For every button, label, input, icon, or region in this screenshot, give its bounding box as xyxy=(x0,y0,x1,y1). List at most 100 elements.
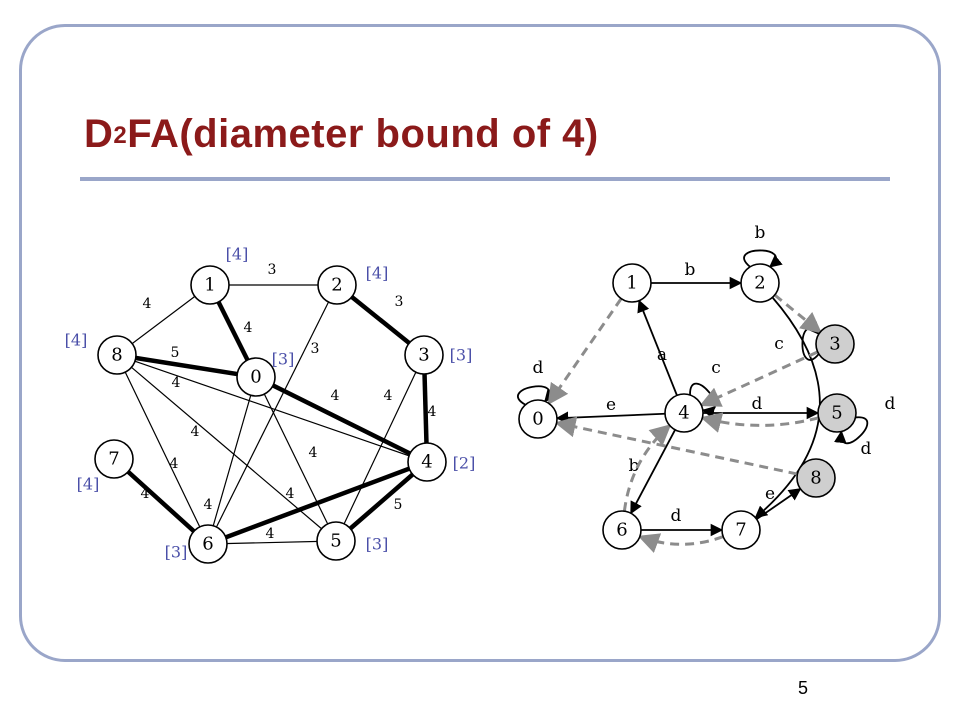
state-node-7 xyxy=(94,439,134,479)
slide-frame xyxy=(19,24,941,662)
transition-label-2-2: b xyxy=(755,223,766,243)
state-label-6: 6 xyxy=(202,534,213,555)
transition-label-4-1: a xyxy=(657,345,667,365)
depth-label-2: [4] xyxy=(366,264,389,283)
edge-6-5 xyxy=(207,540,337,545)
edge-2-6 xyxy=(207,284,338,545)
edge-0-6 xyxy=(207,376,257,545)
transition-label-7-8: e xyxy=(765,484,775,504)
state-label-4: 4 xyxy=(421,452,432,473)
transition-2-2 xyxy=(743,249,783,268)
depth-label-7: [4] xyxy=(77,475,100,494)
default-transition-7-6 xyxy=(637,533,724,553)
depth-label-8: [4] xyxy=(65,331,88,350)
dfa-state-8-shaded xyxy=(796,458,836,498)
transition-label-3-3: c xyxy=(774,334,784,354)
dfa-state-label-3: 3 xyxy=(829,334,840,355)
d2fa-graph: b b d c a c e d b d d d e 0 1 2 3 4 5 6 7 8 xyxy=(516,223,896,553)
dfa-state-label-5: 5 xyxy=(831,403,842,424)
dfa-state-6 xyxy=(602,510,642,550)
transition-label-0-0: d xyxy=(533,358,544,378)
dfa-state-label-6: 6 xyxy=(616,520,627,541)
default-transition-3-4 xyxy=(699,350,819,407)
edge-weight-1-0: 4 xyxy=(244,320,253,336)
edge-weight-8-0: 5 xyxy=(171,345,180,361)
state-node-8 xyxy=(97,335,137,375)
dfa-state-label-2: 2 xyxy=(754,273,765,294)
edge-4-6-bold xyxy=(207,459,428,547)
edge-weight-4-6: 4 xyxy=(286,486,295,502)
dfa-state-label-0: 0 xyxy=(532,409,543,430)
state-node-2 xyxy=(317,265,357,305)
edge-weight-1-8: 4 xyxy=(143,296,152,312)
dfa-state-5-shaded xyxy=(817,393,857,433)
transition-7-8 xyxy=(756,488,802,520)
default-transition-1-0 xyxy=(547,297,623,406)
edge-weight-1-2: 3 xyxy=(268,262,277,278)
transition-label-4-4: c xyxy=(711,358,721,378)
state-node-3 xyxy=(404,335,444,375)
transition-label-5-5: d xyxy=(861,439,872,459)
dfa-state-2 xyxy=(740,263,780,303)
state-label-3: 3 xyxy=(418,345,429,366)
state-node-1 xyxy=(190,265,230,305)
depth-label-6: [3] xyxy=(165,543,188,562)
right-edges: b b d c a c e d b d d d e xyxy=(516,223,896,553)
edge-4-5-bold xyxy=(334,460,429,543)
depth-label-1: [4] xyxy=(226,245,249,264)
slide-title: D2FA(diameter bound of 4) xyxy=(84,112,599,157)
transition-label-2-7: d xyxy=(885,394,896,414)
depth-label-0: [3] xyxy=(272,350,295,369)
dfa-state-label-7: 7 xyxy=(735,520,746,541)
dfa-state-4 xyxy=(664,393,704,433)
edge-weight-7-6: 4 xyxy=(141,486,150,502)
edge-weight-0-6: 4 xyxy=(204,497,213,513)
state-node-6 xyxy=(188,524,228,564)
edge-weight-8-5: 4 xyxy=(191,424,200,440)
transition-label-6-7: d xyxy=(671,506,682,526)
space-reduction-graph: 3443354444444445440[3]1[4]2[4]3[3]4[2]5[… xyxy=(65,245,476,564)
state-node-4 xyxy=(407,442,447,482)
dfa-state-label-1: 1 xyxy=(626,273,637,294)
dfa-state-label-4: 4 xyxy=(678,403,689,424)
state-label-8: 8 xyxy=(111,345,122,366)
page-number: 5 xyxy=(798,678,809,698)
edge-weight-3-5: 4 xyxy=(384,388,393,404)
transition-label-1-2: b xyxy=(685,260,696,280)
title-prefix: D xyxy=(84,112,114,156)
title-rest: FA(diameter bound of 4) xyxy=(127,112,599,156)
edge-weight-8-4: 4 xyxy=(172,375,181,391)
state-label-7: 7 xyxy=(108,449,119,470)
default-transition-6-4 xyxy=(622,424,672,512)
edge-weight-8-6: 4 xyxy=(170,456,179,472)
dfa-state-7 xyxy=(721,510,761,550)
left-nodes: 0[3]1[4]2[4]3[3]4[2]5[3]6[3]7[4]8[4] xyxy=(65,245,476,564)
edge-weight-0-4: 4 xyxy=(331,388,340,404)
default-transition-8-0 xyxy=(554,416,798,476)
dfa-state-0 xyxy=(518,399,558,439)
dfa-state-label-8: 8 xyxy=(810,468,821,489)
edge-0-4-bold xyxy=(254,374,429,465)
depth-label-4: [2] xyxy=(453,454,476,473)
state-node-0 xyxy=(236,357,276,397)
edge-weight-6-5: 4 xyxy=(266,526,275,542)
right-nodes: 0 1 2 3 4 5 6 7 8 xyxy=(518,263,857,550)
edge-weight-2-6: 3 xyxy=(311,341,320,357)
edge-weight-4-5: 5 xyxy=(394,497,403,513)
edge-weight-2-3: 3 xyxy=(395,294,404,310)
edge-weight-0-5: 4 xyxy=(309,445,318,461)
title-superscript: 2 xyxy=(113,122,128,149)
title-underline xyxy=(80,177,890,181)
state-label-2: 2 xyxy=(331,275,342,296)
transition-label-4-0: e xyxy=(606,395,616,415)
edge-8-5 xyxy=(116,354,337,542)
edge-7-6-bold xyxy=(112,457,210,546)
transition-5-5 xyxy=(833,416,869,445)
state-label-5: 5 xyxy=(330,531,341,552)
depth-label-5: [3] xyxy=(366,535,389,554)
transition-label-4-5: d xyxy=(752,394,763,414)
default-transition-2-3 xyxy=(773,293,822,334)
transition-label-4-6: b xyxy=(629,456,640,476)
